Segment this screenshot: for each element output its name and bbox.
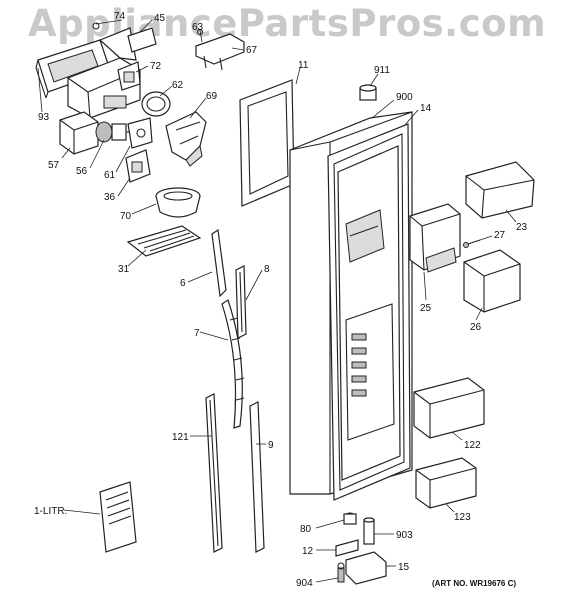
cover-23 <box>465 161 535 219</box>
callout-74: 74 <box>114 11 126 22</box>
door-liner <box>337 145 401 481</box>
callout-27: 27 <box>494 230 506 241</box>
funnel-70 <box>155 187 201 218</box>
bin-25 <box>409 203 461 273</box>
bracket-63 <box>195 28 245 71</box>
housing-clip <box>92 22 157 53</box>
callout-12: 12 <box>302 546 314 557</box>
callout-900: 900 <box>396 92 413 103</box>
callout-123: 123 <box>454 512 471 523</box>
callout-25: 25 <box>420 303 432 314</box>
callout-26: 26 <box>470 322 482 333</box>
screw-27 <box>463 239 481 248</box>
callout-62: 62 <box>172 80 184 91</box>
art-number: (ART NO. WR19676 C) <box>432 579 516 588</box>
callout-36: 36 <box>104 192 116 203</box>
tube-903 <box>363 517 375 545</box>
handle-7 <box>221 299 245 429</box>
callout-1-litr: 1-LITR. <box>34 506 67 517</box>
callout-70: 70 <box>120 211 132 222</box>
trim-8 <box>235 265 247 339</box>
motor-56 <box>95 121 138 143</box>
cap-911 <box>359 84 377 101</box>
callout-72: 72 <box>150 61 162 72</box>
valve-80 <box>343 512 357 525</box>
callout-122: 122 <box>464 440 481 451</box>
callout-23: 23 <box>516 222 528 233</box>
callout-904: 904 <box>296 578 313 589</box>
callout-31: 31 <box>118 264 130 275</box>
callout-69: 69 <box>206 91 218 102</box>
callout-63: 63 <box>192 22 204 33</box>
callout-903: 903 <box>396 530 413 541</box>
callout-911: 911 <box>374 65 390 76</box>
callout-57: 57 <box>48 160 60 171</box>
callout-56: 56 <box>76 166 88 177</box>
callout-61: 61 <box>104 170 116 181</box>
trim-9 <box>249 401 265 553</box>
leader-lines <box>37 19 517 583</box>
callout-121: 121 <box>172 432 189 443</box>
callout-93: 93 <box>38 112 50 123</box>
grille-31 <box>126 225 202 257</box>
callout-labels: 74 45 63 67 72 93 62 69 11 911 900 14 57… <box>34 11 528 589</box>
switch-36 <box>125 149 151 183</box>
solenoid-57 <box>59 111 99 155</box>
gasket-62 <box>141 91 171 117</box>
panel-frame-11 <box>239 79 295 207</box>
clip-12 <box>335 539 359 557</box>
screw-904 <box>337 562 345 583</box>
callout-14: 14 <box>420 103 432 114</box>
callout-9: 9 <box>268 440 274 451</box>
trim-6 <box>211 228 227 298</box>
bracket-72 <box>117 61 141 91</box>
fitting-15 <box>345 551 387 585</box>
callout-45: 45 <box>154 13 166 24</box>
callout-7: 7 <box>194 328 200 339</box>
bin-122 <box>413 377 485 439</box>
literature-kit <box>99 481 137 553</box>
callout-11: 11 <box>298 60 309 71</box>
callout-8: 8 <box>264 264 270 275</box>
callout-15: 15 <box>398 562 410 573</box>
trim-121 <box>205 393 223 553</box>
switch-61 <box>127 117 153 149</box>
callout-67: 67 <box>246 45 258 56</box>
callout-80: 80 <box>300 524 312 535</box>
chute-69 <box>165 111 207 167</box>
callout-6: 6 <box>180 278 186 289</box>
bin-123 <box>415 457 477 509</box>
bin-26 <box>463 249 521 313</box>
